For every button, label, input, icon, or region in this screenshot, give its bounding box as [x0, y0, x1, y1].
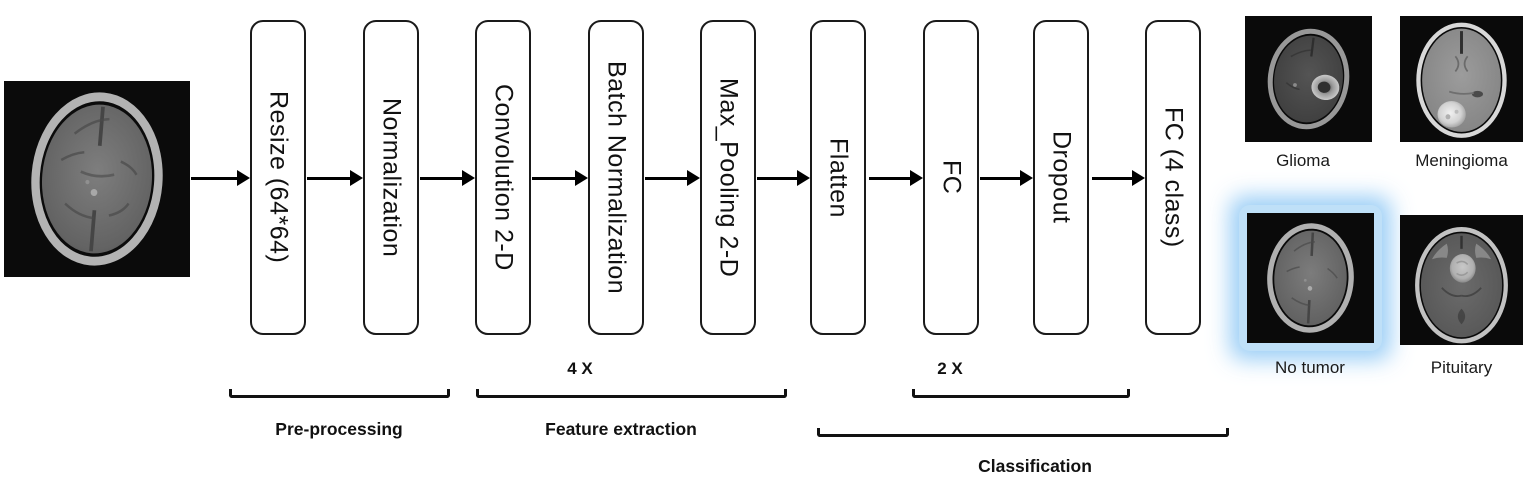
stage-box-batch-normalization: Batch Normalization [588, 20, 644, 335]
class-label-glioma: Glioma [1276, 151, 1330, 170]
group-label-classification: Classification [978, 456, 1092, 476]
stage-label: Max_Pooling 2-D [714, 77, 743, 278]
stage-label: Resize (64*64) [264, 91, 293, 264]
stage-label: Flatten [824, 137, 853, 218]
brain-mri-graphic [1247, 213, 1374, 343]
classification-bracket [817, 428, 1229, 437]
flow-arrow [420, 176, 462, 180]
output-image-meningioma [1400, 16, 1523, 142]
feature-extraction-bracket [476, 389, 787, 398]
stage-label: FC (4 class) [1159, 107, 1188, 248]
stage-label: Normalization [377, 97, 406, 258]
stage-label: FC [937, 160, 966, 195]
stage-box-flatten: Flatten [810, 20, 866, 335]
output-image-pituitary [1400, 215, 1523, 345]
repeat-badge-4x: 4 X [567, 359, 593, 378]
flow-arrow [980, 176, 1020, 180]
stage-box-convolution-2d: Convolution 2-D [475, 20, 531, 335]
brain-mri-graphic [1400, 215, 1523, 345]
input-mri-image [4, 81, 190, 277]
class-label-meningioma: Meningioma [1415, 151, 1508, 170]
flow-arrow [307, 176, 350, 180]
brain-mri-graphic [1400, 16, 1523, 142]
brain-mri-graphic [1245, 16, 1372, 142]
flow-arrow [757, 176, 797, 180]
stage-box-max-pooling-2d: Max_Pooling 2-D [700, 20, 756, 335]
class-label-no-tumor: No tumor [1275, 358, 1345, 377]
stage-box-resize: Resize (64*64) [250, 20, 306, 335]
stage-label: Convolution 2-D [489, 84, 518, 271]
stage-label: Batch Normalization [602, 60, 631, 295]
stage-label: Dropout [1047, 131, 1076, 224]
output-image-glioma [1245, 16, 1372, 142]
repeat-badge-2x: 2 X [937, 359, 963, 378]
fc-dropout-repeat-bracket [912, 389, 1130, 398]
group-label-preprocessing: Pre-processing [275, 419, 403, 439]
flow-arrow [1092, 176, 1132, 180]
flow-arrow [869, 176, 910, 180]
flow-arrow [532, 176, 575, 180]
flow-arrow [191, 176, 237, 180]
stage-box-fc-4class: FC (4 class) [1145, 20, 1201, 335]
stage-box-normalization: Normalization [363, 20, 419, 335]
flow-arrow [645, 176, 687, 180]
stage-box-dropout: Dropout [1033, 20, 1089, 335]
preprocessing-bracket [229, 389, 450, 398]
class-label-pituitary: Pituitary [1430, 358, 1493, 377]
group-label-feature-extraction: Feature extraction [545, 419, 697, 439]
stage-box-fc: FC [923, 20, 979, 335]
brain-mri-graphic [4, 81, 190, 277]
output-image-no-tumor [1247, 213, 1374, 343]
